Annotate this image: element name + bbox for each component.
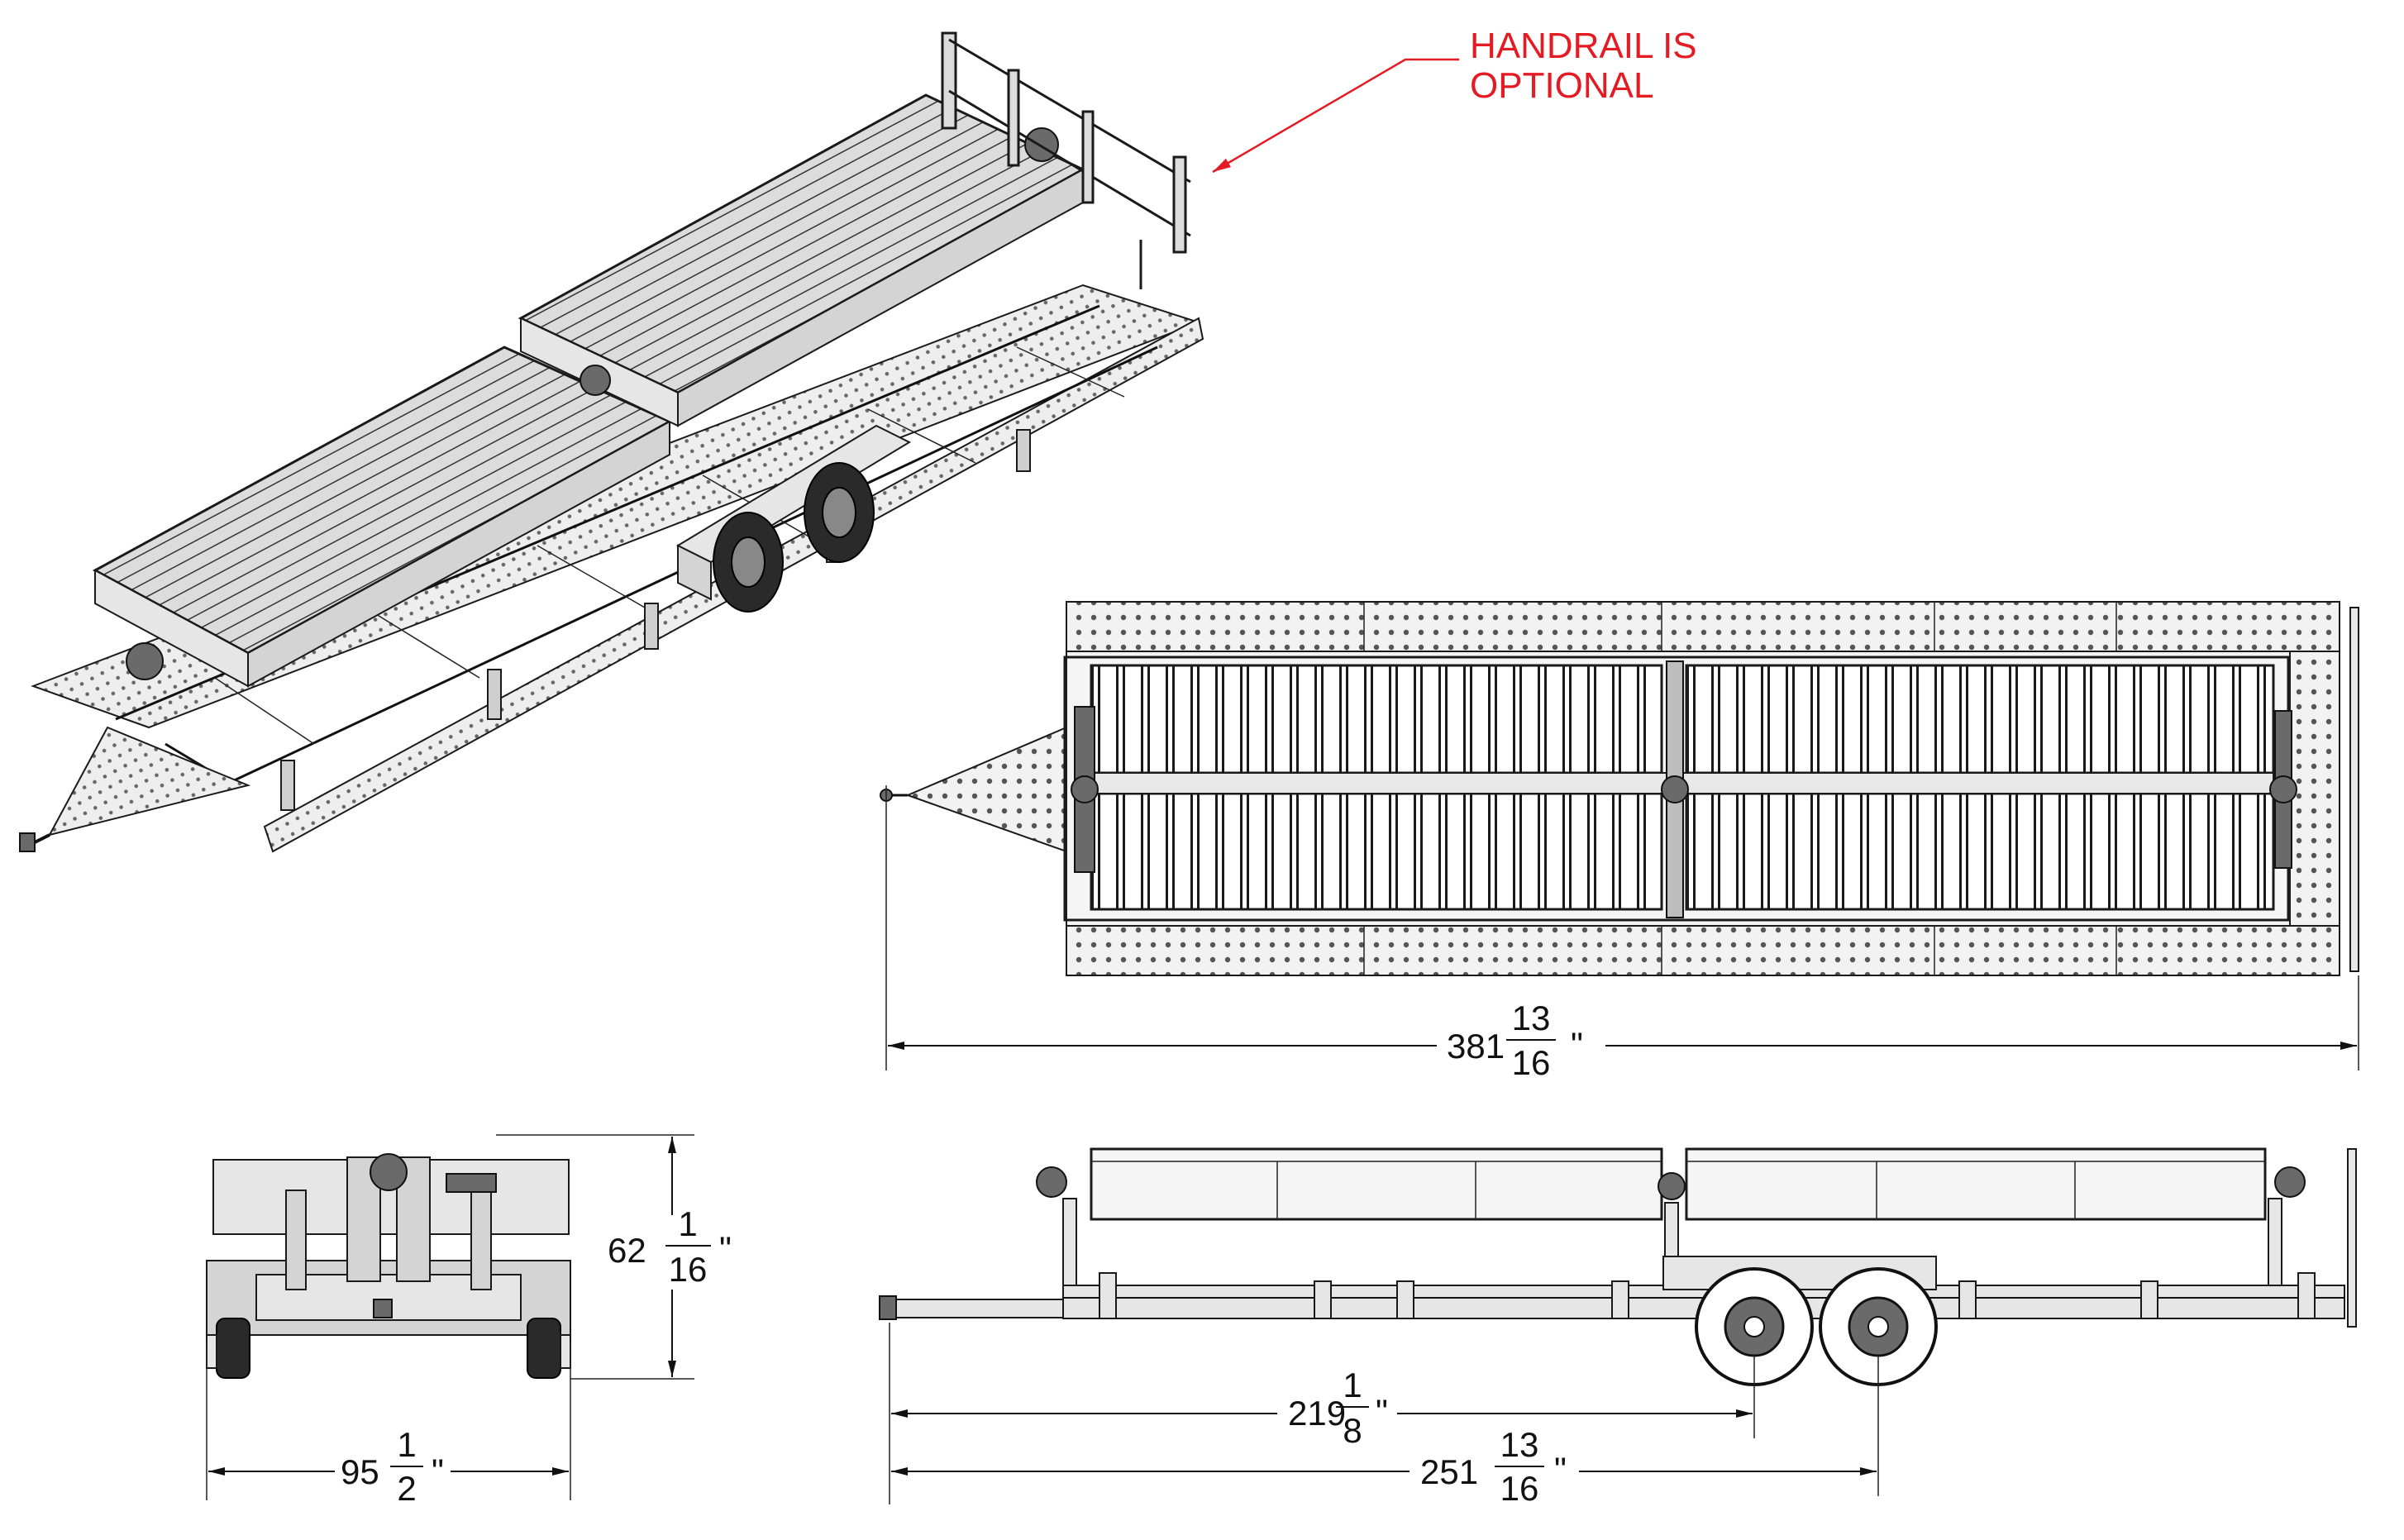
dim-width-den: 2 (397, 1469, 416, 1508)
dim-axle1-whole: 219 (1288, 1394, 1346, 1433)
dim-height-den: 16 (669, 1250, 708, 1289)
isometric-view (19, 31, 1204, 853)
dim-height-whole: 62 (608, 1231, 646, 1270)
front-wheel-right (527, 1318, 561, 1379)
side-wheels (1695, 1267, 1938, 1386)
front-view (206, 1153, 571, 1379)
iso-wheels (713, 462, 875, 613)
note-line-2: OPTIONAL (1470, 65, 1654, 106)
dim-width-num: 1 (397, 1425, 416, 1464)
top-walkway-lower (1066, 925, 2340, 976)
dim-axle1-unit: " (1376, 1392, 1388, 1431)
dim-axle1-num: 1 (1343, 1366, 1362, 1404)
dim-axle2-den: 16 (1500, 1469, 1539, 1508)
side-view (879, 1147, 2357, 1386)
side-bed-rear (1090, 1147, 1663, 1221)
top-view (880, 601, 2359, 976)
dim-width: 95 1 2 " (206, 1343, 571, 1508)
dim-height-num: 1 (678, 1204, 697, 1243)
top-grating-front-lower (1685, 792, 2275, 911)
handrail (941, 31, 1191, 289)
hitch-tongue (48, 726, 251, 837)
dim-overall-length: 381 13 16 " (885, 785, 2359, 1082)
dim-width-unit: " (432, 1452, 444, 1490)
dim-height-unit: " (719, 1229, 732, 1268)
top-grating-rear-lower (1090, 792, 1663, 911)
dim-axle2-whole: 251 (1420, 1452, 1478, 1491)
side-bed-front (1685, 1147, 2267, 1221)
handrail-note: HANDRAIL IS OPTIONAL (1212, 26, 1697, 174)
front-wheel-left (216, 1318, 250, 1379)
dim-overall-unit: " (1571, 1025, 1583, 1064)
note-leader (1212, 58, 1459, 174)
dim-axle2-num: 13 (1500, 1425, 1539, 1464)
top-grating-rear-upper (1090, 664, 1663, 775)
dim-overall-den: 16 (1512, 1043, 1551, 1082)
dim-hitch-axle1: 219 1 8 " (889, 1323, 1755, 1504)
dim-width-whole: 95 (341, 1452, 379, 1491)
note-line-1: HANDRAIL IS (1470, 26, 1697, 66)
top-tongue (905, 726, 1067, 853)
top-walkway-upper (1066, 601, 2340, 652)
dim-height: 62 1 16 " (496, 1134, 732, 1380)
dim-overall-whole: 381 (1447, 1027, 1505, 1066)
dim-axle1-den: 8 (1343, 1411, 1362, 1450)
top-grating-front-upper (1685, 664, 2275, 775)
dim-overall-num: 13 (1512, 999, 1551, 1037)
dim-axle2-unit: " (1554, 1450, 1567, 1489)
dim-hitch-axle2: 251 13 16 " (891, 1356, 1879, 1508)
